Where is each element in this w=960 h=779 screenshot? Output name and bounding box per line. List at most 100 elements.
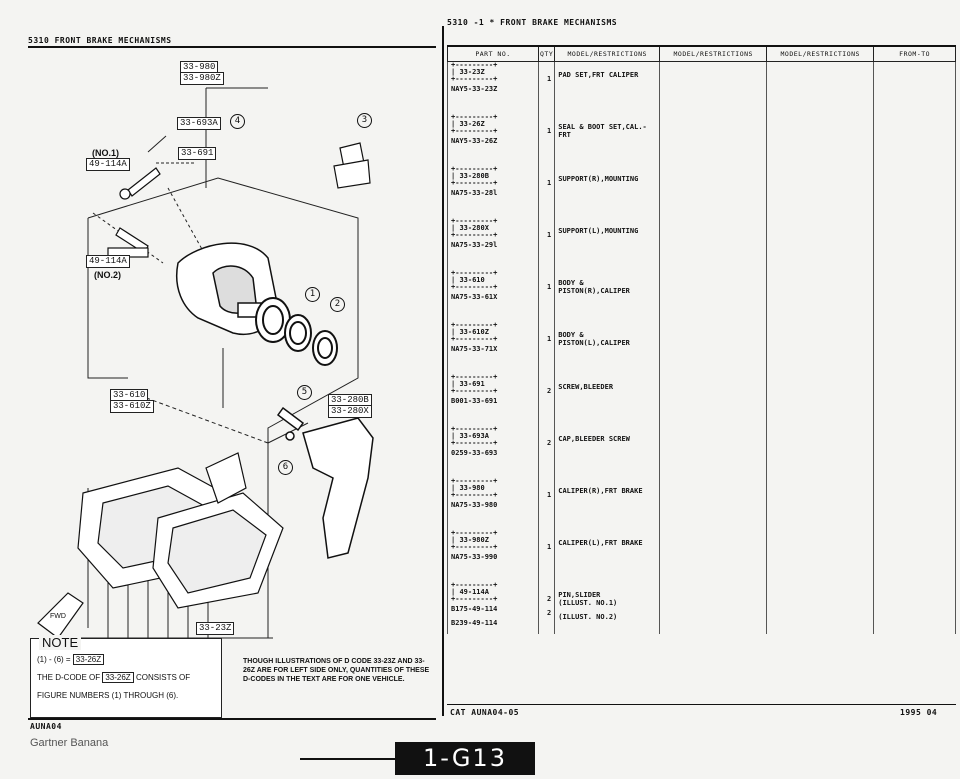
page-divider xyxy=(442,26,444,716)
figure-number-3: 3 xyxy=(357,113,372,128)
figure-number-5: 5 xyxy=(297,385,312,400)
col-qty: QTY xyxy=(537,47,556,62)
empty-cell xyxy=(766,218,875,270)
callout-caliper-l: 33-980Z xyxy=(180,72,224,85)
desc-cell: CALIPER(L),FRT BRAKE xyxy=(554,530,661,582)
qty-value: 1 xyxy=(547,231,552,239)
empty-cell xyxy=(659,270,768,322)
callout-pad-set: 33-23Z xyxy=(196,622,235,635)
figure-number-1: 1 xyxy=(305,287,320,302)
note-text-b: CONSISTS OF xyxy=(135,673,191,682)
dcode-box: +---------+ | 33-280X +---------+ xyxy=(451,217,498,239)
empty-cell xyxy=(873,530,956,582)
part-description: BODY & PISTON(L),CALIPER xyxy=(558,331,630,347)
part-number: NA75-33-980 xyxy=(451,501,498,509)
empty-cell xyxy=(766,270,875,322)
footer-code: AUNA04 xyxy=(30,722,62,731)
part-number: NA75-33-61X xyxy=(451,293,498,301)
note-text-c: FIGURE NUMBERS xyxy=(37,691,110,700)
dcode: 33-280X xyxy=(459,224,489,232)
part-description: SUPPORT(L),MOUNTING xyxy=(558,227,639,235)
dcode-box: +---------+ | 33-23Z +---------+ xyxy=(451,61,498,83)
dcode-box: +---------+ | 33-26Z +---------+ xyxy=(451,113,498,135)
qty-value: 1 xyxy=(547,543,552,551)
qty-value: 2 xyxy=(547,595,552,603)
note-text-a: THE D-CODE OF xyxy=(37,673,101,682)
qty-extra: 2 xyxy=(547,609,552,617)
part-description: SUPPORT(R),MOUNTING xyxy=(558,175,639,183)
qty-value: 1 xyxy=(547,283,552,291)
qty-value: 1 xyxy=(547,179,552,187)
note-to: 6 xyxy=(168,691,174,700)
catalog-date: 1995 04 xyxy=(900,708,938,717)
empty-cell xyxy=(873,478,956,530)
svg-text:FWD: FWD xyxy=(50,613,66,620)
empty-cell xyxy=(659,166,768,218)
qty-cell: 1 xyxy=(537,270,556,322)
dcode: 33-610Z xyxy=(459,328,489,336)
empty-cell xyxy=(766,166,875,218)
empty-cell xyxy=(873,582,956,634)
dcode-box: +---------+ | 33-980 +---------+ xyxy=(451,477,498,499)
part-number: NA75-33-29l xyxy=(451,241,498,249)
table-row: +---------+ | 33-980 +---------+ NA75-33-… xyxy=(447,477,956,530)
empty-cell xyxy=(766,322,875,374)
figure-number-2: 2 xyxy=(330,297,345,312)
right-footer-rule xyxy=(447,704,956,705)
figure-number-6: 6 xyxy=(278,460,293,475)
note-through: THROUGH xyxy=(123,691,164,700)
table-row: +---------+ | 33-280B +---------+NA75-33… xyxy=(447,166,956,218)
dcode-box: +---------+ | 49-114A +---------+ xyxy=(451,581,498,603)
part-description: SCREW,BLEEDER xyxy=(558,383,614,391)
note-circle-6: 6 xyxy=(56,655,62,664)
empty-cell xyxy=(659,478,768,530)
qty-cell: 1 xyxy=(537,114,556,166)
empty-cell xyxy=(659,218,768,270)
dcode: 33-693A xyxy=(459,432,489,440)
dcode-box: +---------+ | 33-980Z +---------+ xyxy=(451,529,498,551)
qty-cell: 1 xyxy=(537,530,556,582)
part-cell: +---------+ | 33-610Z +---------+NA75-33… xyxy=(447,322,539,374)
dcode-box: +---------+ | 33-691 +---------+ xyxy=(451,373,498,395)
empty-cell xyxy=(766,426,875,478)
empty-cell xyxy=(873,374,956,426)
dcode: 33-980Z xyxy=(459,536,489,544)
right-header-rule xyxy=(447,45,956,47)
part-cell: +---------+ | 33-691 +---------+ B001-33-… xyxy=(447,373,539,426)
note-from: 1 xyxy=(114,691,119,700)
part-cell: +---------+ | 33-980 +---------+ NA75-33-… xyxy=(447,477,539,530)
part-cell: +---------+ | 33-280B +---------+NA75-33… xyxy=(447,166,539,218)
callout-support-l: 33-280X xyxy=(328,405,372,418)
dcode: 33-610 xyxy=(459,276,485,284)
part-cell: +---------+ | 33-280X +---------+ NA75-33… xyxy=(447,217,539,270)
qty-cell: 1 xyxy=(537,322,556,374)
callout-piston-l: 33-610Z xyxy=(110,400,154,413)
dcode: 33-23Z xyxy=(459,68,485,76)
part-number: B001-33-691 xyxy=(451,397,498,405)
part-number: NA75-33-990 xyxy=(451,553,498,561)
table-row: +---------+ | 33-610Z +---------+NA75-33… xyxy=(447,322,956,374)
part-number: NAY5-33-26Z xyxy=(451,137,498,145)
dcode: 33-691 xyxy=(459,380,485,388)
part-cell: +---------+ | 33-610 +---------+ NA75-33-… xyxy=(447,269,539,322)
table-row: +---------+ | 33-691 +---------+ B001-33-… xyxy=(447,373,956,426)
dcode-box: +---------+ | 33-693A +---------+ xyxy=(451,425,498,447)
note-code-1: 33-26Z xyxy=(72,654,105,665)
col-model-1: MODEL/RESTRICTIONS xyxy=(554,47,661,62)
note-line-1: (1) - (6) = 33-26Z xyxy=(37,654,105,665)
col-model-2: MODEL/RESTRICTIONS xyxy=(659,47,768,62)
part-number: NAY5-33-23Z xyxy=(451,85,498,93)
callout-bleeder-cap: 33-693A xyxy=(177,117,221,130)
table-row: +---------+ | 33-693A +---------+0259-33… xyxy=(447,425,956,478)
empty-cell xyxy=(659,582,768,634)
table-row: +---------+ | 33-26Z +---------+ NAY5-33-… xyxy=(447,113,956,166)
desc-cell: SCREW,BLEEDER xyxy=(554,374,661,426)
desc-cell: CAP,BLEEDER SCREW xyxy=(554,426,661,478)
catalog-code: CAT AUNA04-05 xyxy=(450,708,520,717)
empty-cell xyxy=(766,61,875,114)
dcode-box: +---------+ | 33-610 +---------+ xyxy=(451,269,498,291)
brake-exploded-diagram: FWD xyxy=(37,87,374,639)
note-line-3: FIGURE NUMBERS (1) THROUGH (6). xyxy=(37,691,179,700)
figure-number-4: 4 xyxy=(230,114,245,129)
